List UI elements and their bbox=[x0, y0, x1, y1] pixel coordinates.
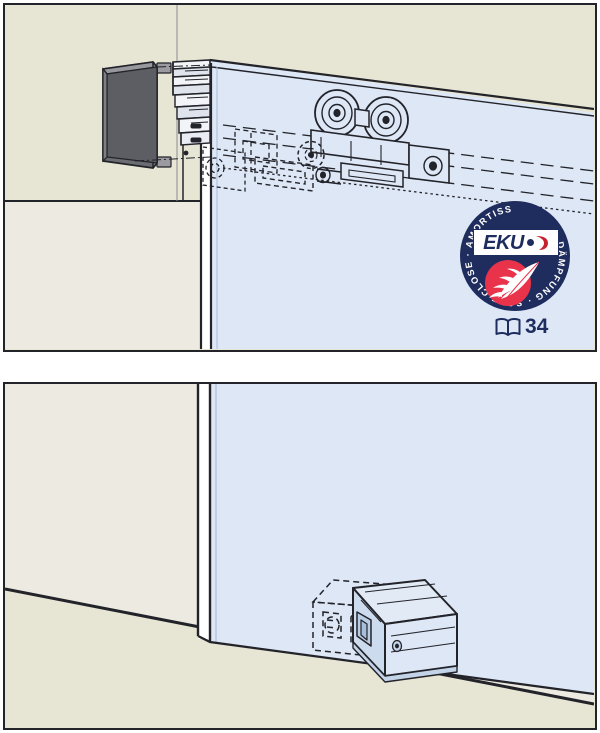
roller-wheel-1 bbox=[314, 89, 360, 137]
page-reference: 34 bbox=[495, 313, 570, 341]
glass-left-edge-face-bottom bbox=[198, 384, 210, 639]
soft-close-damper bbox=[254, 156, 404, 192]
roller-wheel-2 bbox=[363, 96, 409, 144]
feather-emblem-icon bbox=[485, 260, 540, 306]
glass-left-edge-face bbox=[201, 65, 211, 349]
floor-guide-stop bbox=[352, 579, 458, 683]
figure-top-running-gear: DÄMPFUNG · SOFT CLOSE · AMORTISSEMENT EK… bbox=[3, 3, 597, 352]
floor-plane-top bbox=[5, 201, 190, 349]
wall-end-cap bbox=[102, 61, 172, 169]
roller-wheel-group bbox=[297, 89, 450, 184]
glass-panel-bottom bbox=[210, 384, 594, 694]
top-running-track bbox=[172, 59, 211, 146]
glass-edge-fixings bbox=[183, 123, 202, 156]
wall-return-edge bbox=[182, 145, 202, 201]
open-book-icon bbox=[495, 317, 521, 336]
carriage-attachment-lug bbox=[408, 144, 450, 184]
figure-bottom-artwork bbox=[5, 384, 594, 727]
glass-bottom-edge bbox=[197, 635, 594, 696]
figure-bottom-floor-guide bbox=[3, 382, 597, 730]
glass-top-edge-inner bbox=[211, 66, 594, 117]
roller-wheel-3 bbox=[297, 140, 325, 170]
eku-soft-close-badge: DÄMPFUNG · SOFT CLOSE · AMORTISSEMENT EK… bbox=[460, 201, 570, 311]
eku-wordmark: EKU bbox=[483, 231, 524, 254]
eku-wordmark-plate: EKU bbox=[473, 229, 559, 256]
glass-top-edge bbox=[209, 58, 594, 111]
eku-dot-icon bbox=[526, 239, 534, 246]
page-reference-number: 34 bbox=[525, 315, 549, 338]
alignment-dash-dot-lines bbox=[134, 64, 211, 162]
floor-plane-bottom bbox=[5, 589, 594, 727]
wheel-axle-bridge bbox=[354, 108, 370, 128]
eku-swoosh-icon bbox=[535, 235, 548, 250]
